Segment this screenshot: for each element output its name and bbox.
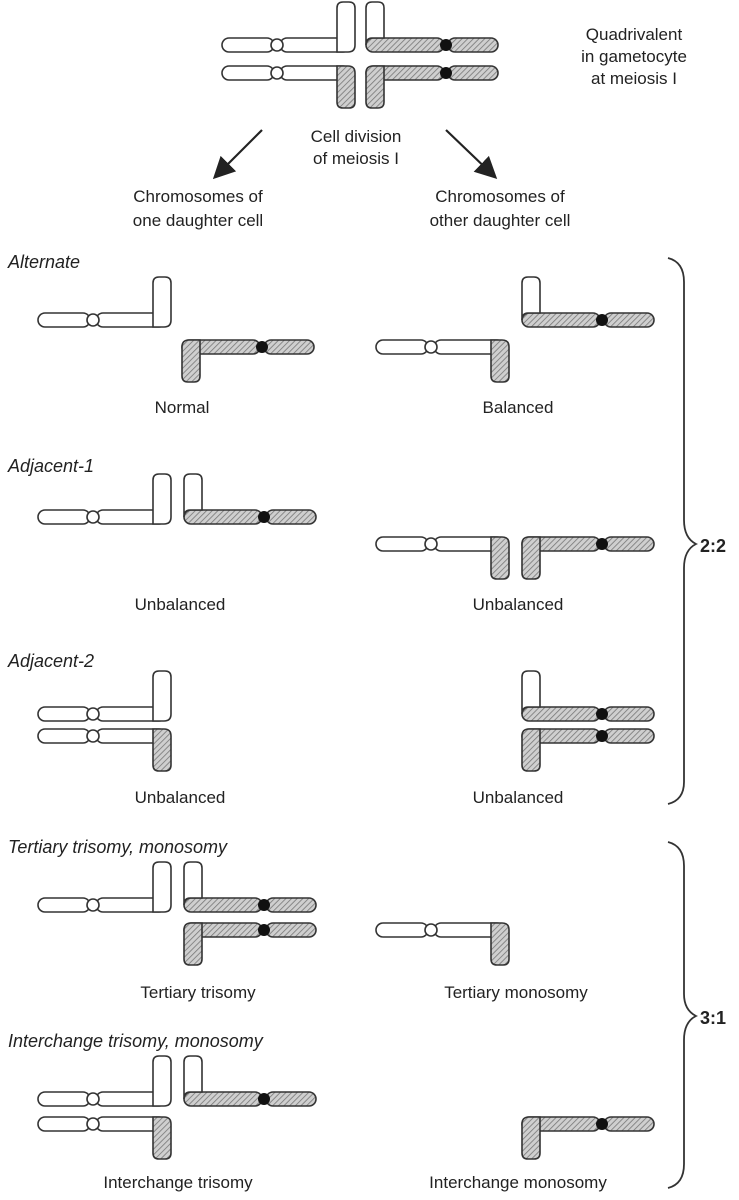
section-title-adjacent-2: Adjacent-2 xyxy=(7,651,94,671)
alternate-left-label: Normal xyxy=(155,398,210,417)
right-arrow xyxy=(445,129,498,180)
inter-left-derivative xyxy=(37,1116,172,1160)
adj2-right-normal xyxy=(521,670,655,722)
chromosome-normal-2 xyxy=(181,339,315,383)
adj1-left-normal xyxy=(37,473,172,525)
tert-left-normal-2 xyxy=(183,861,317,913)
interchange-left-label: Interchange trisomy xyxy=(103,1173,253,1192)
chromosome-der-1 xyxy=(521,276,655,328)
right-cell-label-1: Chromosomes of xyxy=(435,187,565,206)
quadrivalent-label-1: Quadrivalent xyxy=(586,25,683,44)
tert-right-derivative xyxy=(375,922,510,966)
left-arrow xyxy=(212,129,263,180)
alternate-right-label: Balanced xyxy=(483,398,554,417)
adjacent1-right-label: Unbalanced xyxy=(473,595,564,614)
quadrivalent xyxy=(221,1,499,109)
section-title-adjacent-1: Adjacent-1 xyxy=(7,456,94,476)
tertiary-left-label: Tertiary trisomy xyxy=(140,983,256,1002)
adj2-left-derivative xyxy=(37,728,172,772)
adj1-right-normal xyxy=(521,536,655,580)
left-cell-label-1: Chromosomes of xyxy=(133,187,263,206)
left-cell-label-2: one daughter cell xyxy=(133,211,263,230)
division-label-1: Cell division xyxy=(311,127,402,146)
chromosome-normal-1 xyxy=(37,276,172,328)
chromosome-der-2 xyxy=(375,339,510,383)
ratio-two-two: 2:2 xyxy=(700,536,726,556)
tert-left-normal xyxy=(37,861,172,913)
brace-two-two xyxy=(667,257,699,805)
right-cell-label-2: other daughter cell xyxy=(430,211,571,230)
adjacent2-right-label: Unbalanced xyxy=(473,788,564,807)
inter-left-normal-2 xyxy=(183,1055,317,1107)
inter-left-normal xyxy=(37,1055,172,1107)
tertiary-right-label: Tertiary monosomy xyxy=(444,983,588,1002)
quadrivalent-label-2: in gametocyte xyxy=(581,47,687,66)
section-title-tertiary: Tertiary trisomy, monosomy xyxy=(8,837,228,857)
tert-left-derivative xyxy=(183,922,317,966)
adj2-left-normal xyxy=(37,670,172,722)
quadrivalent-label-3: at meiosis I xyxy=(591,69,677,88)
interchange-right-label: Interchange monosomy xyxy=(429,1173,607,1192)
adj1-left-derivative xyxy=(183,473,317,525)
section-title-interchange: Interchange trisomy, monosomy xyxy=(8,1031,264,1051)
adjacent1-left-label: Unbalanced xyxy=(135,595,226,614)
section-title-alternate: Alternate xyxy=(7,252,80,272)
adj1-right-derivative xyxy=(375,536,510,580)
adjacent2-left-label: Unbalanced xyxy=(135,788,226,807)
adj2-right-derivative xyxy=(521,728,655,772)
brace-three-one xyxy=(667,841,699,1189)
division-label-2: of meiosis I xyxy=(313,149,399,168)
inter-right-derivative xyxy=(521,1116,655,1160)
ratio-three-one: 3:1 xyxy=(700,1008,726,1028)
